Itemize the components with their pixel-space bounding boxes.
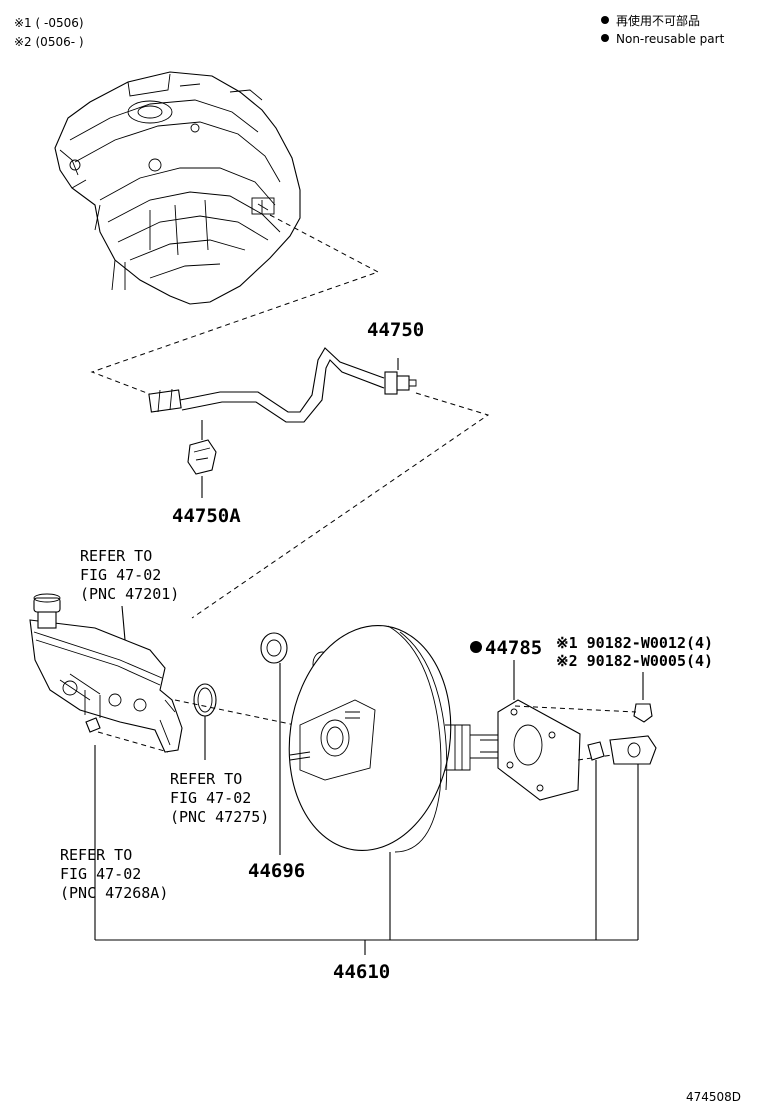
ref1-line3: (PNC 47201) bbox=[80, 585, 179, 603]
dashed-leader-mc-booster bbox=[174, 699, 301, 727]
non-reusable-bullet-icon bbox=[601, 16, 609, 24]
legend-en: Non-reusable part bbox=[616, 32, 725, 46]
ref2-line3: (PNC 47275) bbox=[170, 808, 269, 826]
dashed-leader-hose-end bbox=[191, 392, 490, 619]
note-1: ※1 ( -0506) bbox=[14, 16, 84, 30]
ref3-line2: FIG 47-02 bbox=[60, 865, 141, 883]
part-label-44750A: 44750A bbox=[172, 505, 241, 527]
non-reusable-bullet-icon bbox=[601, 34, 609, 42]
ref1-line1: REFER TO bbox=[80, 547, 152, 565]
figure-id: 474508D bbox=[686, 1090, 741, 1104]
ref1-line2: FIG 47-02 bbox=[80, 566, 161, 584]
o-ring-drawing bbox=[193, 683, 217, 717]
part-label-44696: 44696 bbox=[248, 860, 305, 882]
bolt-label-2: ※2 90182-W0005(4) bbox=[556, 652, 713, 670]
part-label-44785: 44785 bbox=[485, 637, 542, 659]
note-2: ※2 (0506- ) bbox=[14, 35, 84, 49]
legend-jp: 再使用不可部品 bbox=[616, 13, 700, 28]
dashed-leader-manifold bbox=[90, 214, 380, 399]
master-cylinder-drawing bbox=[29, 593, 183, 753]
ref2-line2: FIG 47-02 bbox=[170, 789, 251, 807]
engine-manifold-drawing bbox=[54, 71, 301, 305]
hose-clip-44750A bbox=[187, 420, 217, 475]
non-reusable-bullet-icon bbox=[470, 641, 482, 653]
gasket-44785 bbox=[497, 699, 581, 801]
brake-booster-drawing bbox=[288, 624, 501, 853]
dashed-leader-nut-top bbox=[514, 705, 637, 713]
nut-drawing bbox=[633, 703, 653, 723]
bolt-label-1: ※1 90182-W0012(4) bbox=[556, 634, 713, 652]
ref3-line1: REFER TO bbox=[60, 846, 132, 864]
bracket-44610 bbox=[94, 745, 639, 955]
part-label-44610: 44610 bbox=[333, 961, 390, 983]
leader-ref1 bbox=[121, 605, 126, 641]
ref2-line1: REFER TO bbox=[170, 770, 242, 788]
ref3-line3: (PNC 47268A) bbox=[60, 884, 168, 902]
dashed-leader-clevis bbox=[577, 754, 613, 761]
dashed-leader-nut bbox=[97, 731, 169, 753]
clevis-drawing bbox=[587, 735, 657, 765]
vacuum-hose-44750 bbox=[148, 347, 417, 423]
part-label-44750: 44750 bbox=[367, 319, 424, 341]
grommet-44696 bbox=[260, 632, 332, 677]
